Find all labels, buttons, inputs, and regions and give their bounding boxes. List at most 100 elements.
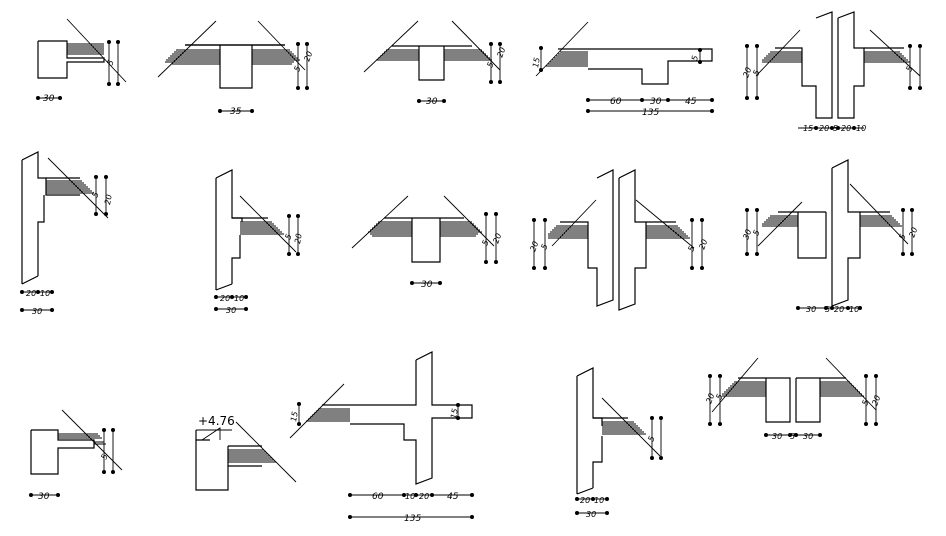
dim-text: 5 (686, 245, 696, 253)
dim-text: 30 (426, 97, 438, 107)
beam-section-outline (411, 218, 441, 263)
vertical-dimension: 5 20 (485, 42, 507, 84)
horizontal-dimension: 30 (29, 492, 60, 502)
hatch-lines (602, 421, 646, 435)
sloped-line-right (451, 20, 501, 71)
dim-text: 5 (825, 305, 830, 314)
vertical-dimension: 5 20 (283, 214, 304, 256)
dim-text: 5 (897, 233, 907, 241)
dim-text: 20 (704, 392, 716, 405)
dim-text: 5 (283, 233, 293, 241)
sloped-line-left (755, 29, 801, 77)
vertical-dimension: 5 (646, 416, 663, 460)
dim-text: 30 (43, 94, 55, 104)
beam-section-outline (558, 48, 713, 85)
beam-section-outline (418, 46, 445, 81)
dim-text: 20 (741, 66, 753, 79)
dim-text: 20 (220, 294, 230, 303)
dim-text: 5 (790, 432, 795, 441)
dim-text: 20 (293, 233, 304, 245)
dim-text: 10 (405, 492, 415, 501)
horizontal-dimension-chain: 30 5 30 (764, 432, 822, 441)
dim-text: 20 (26, 289, 36, 298)
dim-text: 20 (495, 46, 507, 59)
dim-text: 20 (419, 492, 429, 501)
hatch-lines (58, 433, 106, 445)
dim-text: 20 (528, 240, 540, 253)
hatch-lines (306, 408, 350, 422)
beam-right (795, 377, 846, 423)
dim-text: 30 (741, 228, 753, 241)
detail-10: 30 5 5 20 30 5 20 10 (741, 159, 919, 314)
dim-text: 5 (860, 399, 870, 407)
hatch-lines (376, 49, 492, 61)
detail-5: 20 5 5 15 20 5 20 10 (741, 11, 922, 133)
wall-outline (576, 367, 603, 426)
right-vertical-dimension: 5 20 (686, 218, 709, 270)
horizontal-dimension-total: 135 (348, 514, 474, 524)
dim-text: 30 (650, 97, 662, 107)
horizontal-dimension: 30 (410, 280, 442, 290)
dim-text: 20 (697, 238, 709, 251)
sloped-line (601, 397, 661, 457)
level-marker (195, 430, 210, 441)
left-vertical-dimension: 30 5 (741, 208, 762, 256)
horizontal-dimension-chain: 15 20 5 20 10 (798, 124, 866, 133)
dim-text: 20 (491, 232, 503, 245)
dim-text: 30 (772, 432, 782, 441)
right-vertical-dimension: 15 (449, 403, 460, 420)
dim-text: 5 (690, 55, 700, 62)
horizontal-dimension-chain: 20 10 (20, 289, 54, 298)
dim-text: 135 (642, 108, 659, 118)
dim-text: 5 (90, 191, 100, 199)
left-vertical-dimension: 20 5 (528, 218, 550, 270)
sloped-line (47, 157, 109, 219)
detail-9: 20 5 5 20 (528, 169, 709, 311)
horizontal-dimension: 30 (417, 97, 446, 107)
horizontal-dimension: 35 (218, 107, 254, 117)
beam-left (738, 377, 791, 423)
left-vertical-dimension: 20 5 (741, 44, 762, 100)
dim-text: 30 (806, 305, 816, 314)
detail-6: 5 20 20 10 30 (20, 151, 114, 316)
dim-text: 30 (38, 492, 50, 502)
hatch-lines (548, 225, 690, 239)
dim-text: 30 (421, 280, 433, 290)
hatch-lines (722, 381, 864, 397)
dim-text: 10 (849, 305, 859, 314)
detail-13: 15 15 60 10 20 45 135 (289, 351, 474, 524)
wall-outline (350, 351, 473, 485)
wall-left (775, 11, 833, 119)
right-vertical-dimension: 5 (690, 48, 702, 64)
horizontal-dimension-chain: 20 10 (214, 294, 248, 303)
sloped-line-left (157, 20, 217, 78)
dim-text: 10 (234, 294, 244, 303)
dim-text: 15 (531, 57, 542, 69)
dim-text: 15 (803, 124, 813, 133)
sloped-line-left (551, 199, 597, 247)
left-vertical-dimension: 15 (289, 402, 301, 426)
sloped-line-right (443, 195, 495, 247)
vertical-dimension: 5 20 (480, 212, 503, 264)
wall-outline (215, 169, 243, 222)
dim-text: 20 (103, 194, 114, 206)
wall-right (831, 159, 861, 307)
dim-text: 5 (714, 393, 724, 401)
beam-section-outline (37, 40, 105, 79)
hatch-lines (67, 43, 104, 55)
horizontal-dimension: 30 (36, 94, 62, 104)
wall-right (618, 169, 647, 311)
horizontal-dimension-chain: 30 5 20 10 (796, 305, 862, 314)
dim-text: 5 (833, 124, 838, 133)
dim-text: 15 (289, 411, 300, 423)
detail-11: 5 30 (29, 409, 123, 502)
left-vertical-dimension: 15 (531, 46, 543, 72)
hatch-lines (240, 221, 284, 235)
dim-text: 5 (485, 61, 495, 69)
hatch-lines (368, 221, 482, 237)
dim-text: 30 (226, 306, 236, 315)
dim-text: 5 (646, 435, 656, 443)
detail-4: 15 5 60 30 45 135 (531, 21, 714, 118)
vertical-dimension: 5 (99, 428, 115, 474)
